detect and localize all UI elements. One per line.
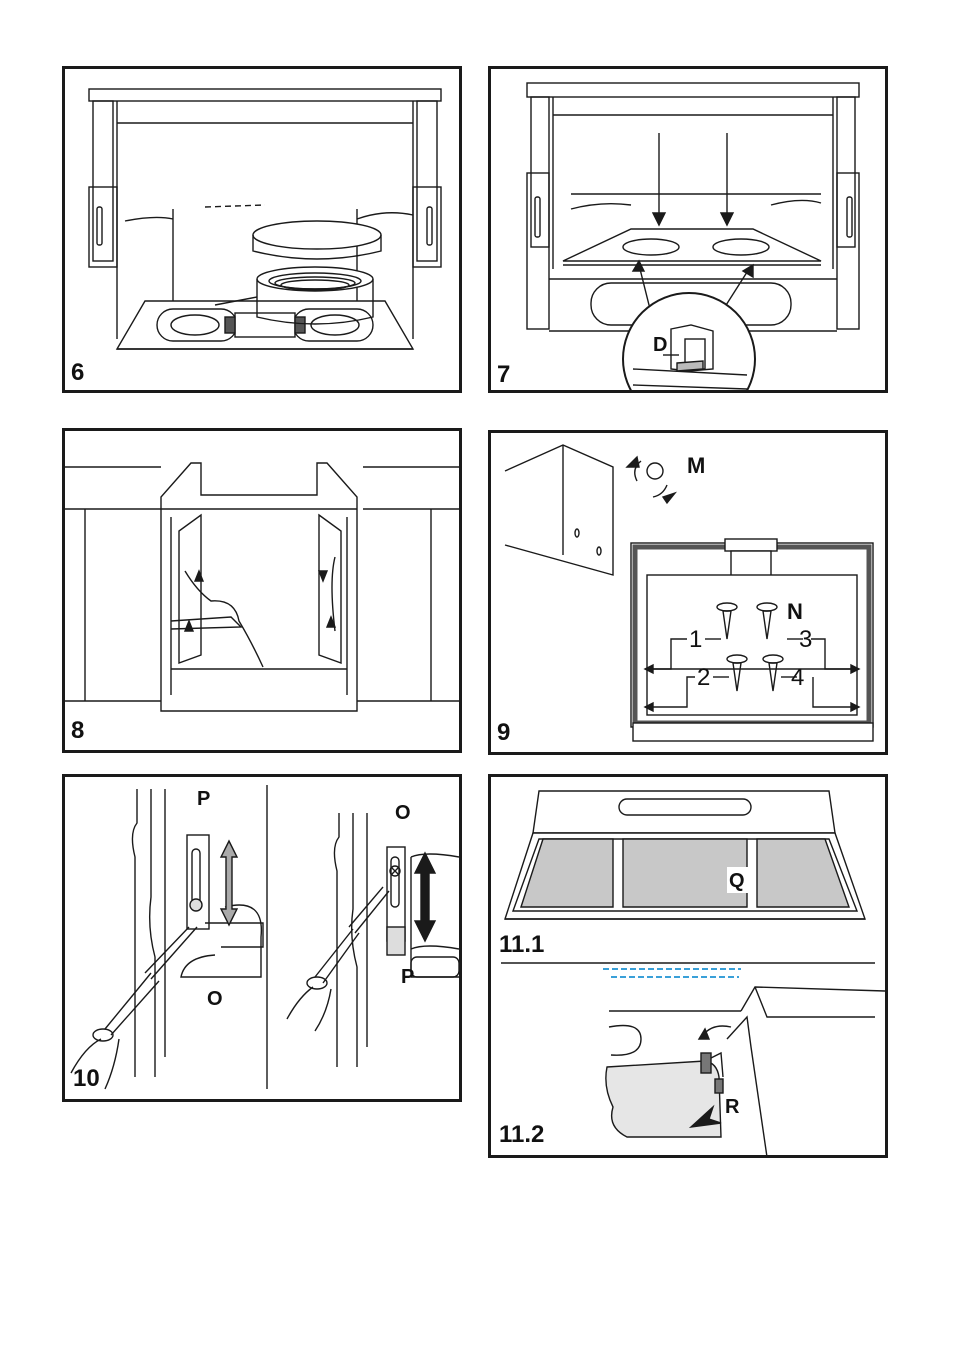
figure-8-drawing xyxy=(65,431,459,750)
figure-11-2-label-r: R xyxy=(725,1096,740,1118)
figure-6-drawing xyxy=(65,69,459,390)
figure-10-number: 10 xyxy=(73,1067,100,1091)
figure-9-drawing: M N 1 2 3 4 xyxy=(491,433,885,752)
figure-7-number: 7 xyxy=(497,363,510,387)
figure-10-label-o-left: O xyxy=(207,988,223,1010)
figure-9-label-3: 3 xyxy=(799,626,812,653)
figure-9-number: 9 xyxy=(497,721,510,745)
figure-9-label-4: 4 xyxy=(791,664,804,691)
figure-10: P O O P 10 xyxy=(62,774,462,1102)
figure-9: M N 1 2 3 4 9 xyxy=(488,430,888,755)
figure-9-label-n: N xyxy=(787,599,803,624)
figure-10-label-o-right: O xyxy=(395,802,411,824)
figure-8: 8 xyxy=(62,428,462,753)
figure-11-2-number: 11.2 xyxy=(499,1123,544,1147)
figure-6-number: 6 xyxy=(71,361,84,385)
figure-10-drawing: P O O P xyxy=(65,777,459,1099)
figure-6: 6 xyxy=(62,66,462,393)
figure-11-drawing: Q R xyxy=(491,777,885,1155)
figure-8-number: 8 xyxy=(71,719,84,743)
figure-7-drawing: D xyxy=(491,69,885,390)
figure-10-label-p-left: P xyxy=(197,788,210,810)
figure-9-label-m: M xyxy=(687,453,705,478)
figure-11-1-label-q: Q xyxy=(729,870,745,892)
figure-9-label-2: 2 xyxy=(697,664,710,691)
figure-10-label-p-right: P xyxy=(401,966,414,988)
figure-7-label-d: D xyxy=(653,334,667,356)
figure-9-label-1: 1 xyxy=(689,626,702,653)
figure-11: Q R 11.1 11.2 xyxy=(488,774,888,1158)
figure-7: D 7 xyxy=(488,66,888,393)
figure-11-1-number: 11.1 xyxy=(499,933,544,957)
